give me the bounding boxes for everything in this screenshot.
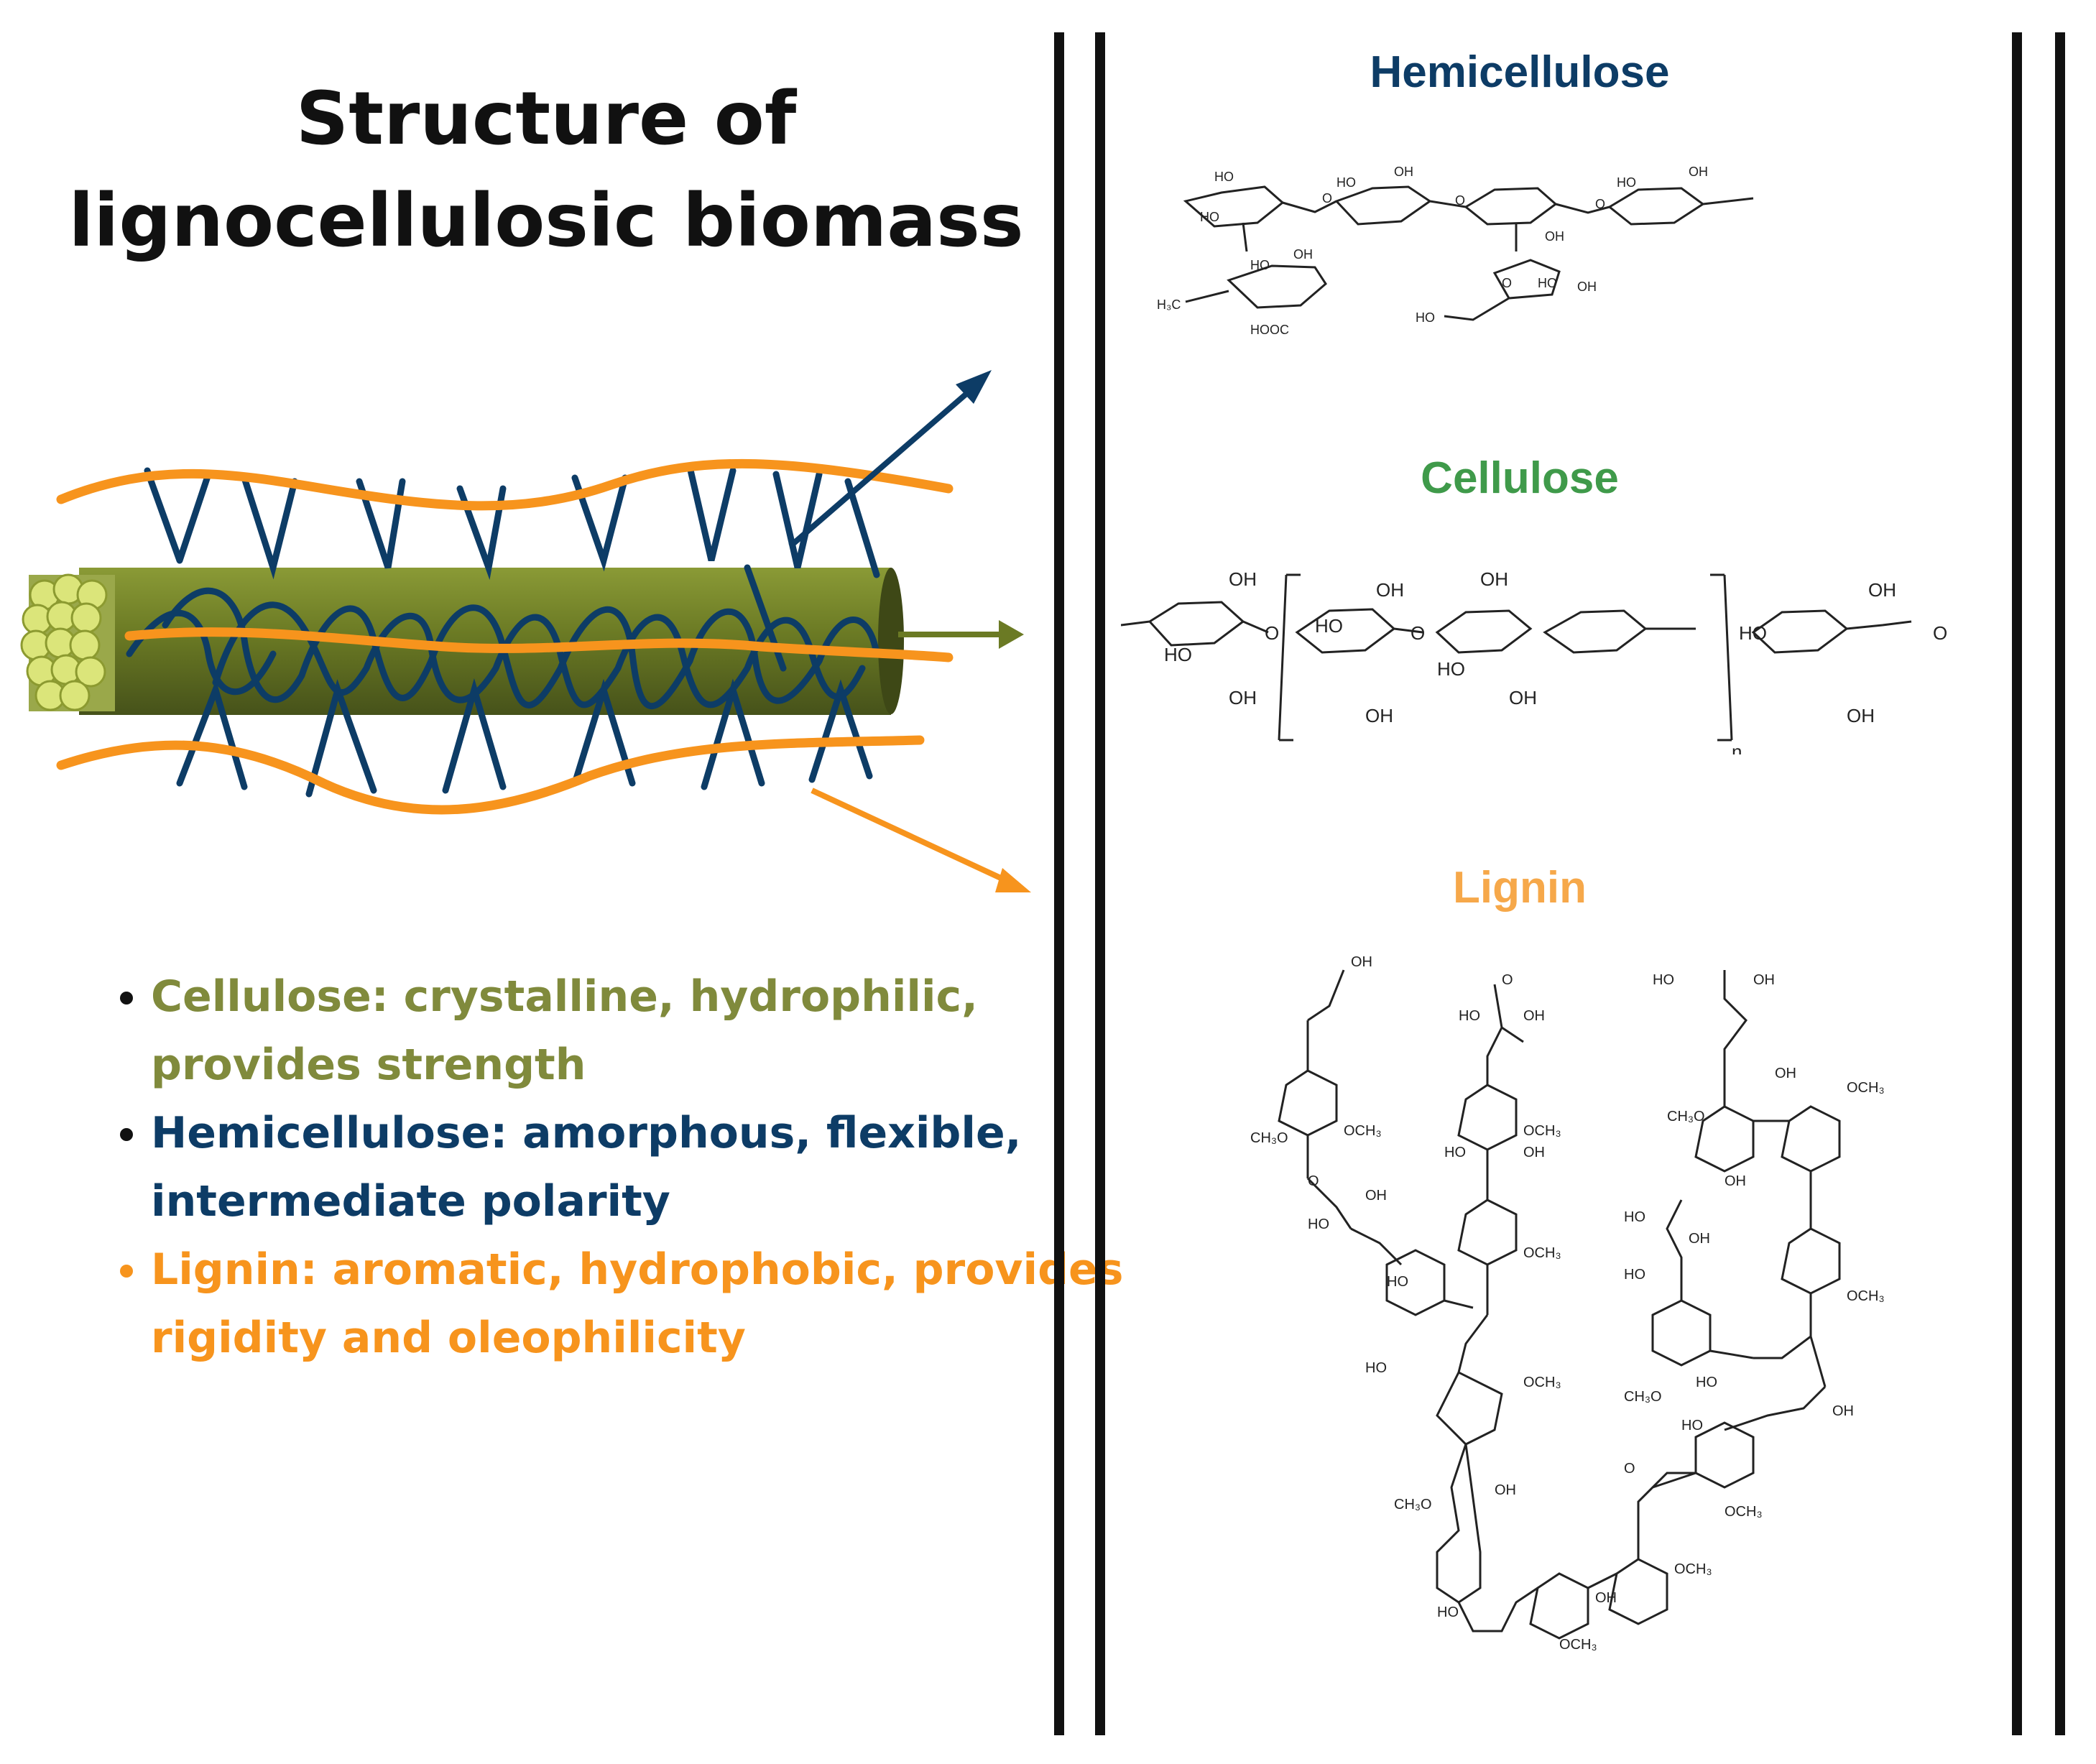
- cell-oh-7: OH: [1868, 579, 1896, 601]
- bullet-lignin-text: Lignin: aromatic, hydrophobic, provides …: [151, 1245, 1124, 1363]
- hemi-ho-6: HO: [1538, 276, 1557, 290]
- hemi-ho-3: HO: [1336, 175, 1356, 190]
- hemi-ho-1: HO: [1214, 170, 1234, 184]
- lignin-strands: [56, 458, 954, 815]
- lig-oh-10: OH: [1689, 1231, 1710, 1247]
- lig-oh-2: OH: [1365, 1188, 1387, 1204]
- cell-ho-3: HO: [1437, 658, 1465, 680]
- fiber-diagram: [20, 370, 1031, 892]
- bullet-hemicellulose-text: Hemicellulose: amorphous, flexible, inte…: [151, 1108, 1022, 1227]
- lig-ho-11: HO: [1681, 1418, 1703, 1433]
- cell-oh-8: OH: [1847, 705, 1875, 726]
- lig-och3-9: OCH₃: [1725, 1504, 1763, 1520]
- bullet-hemicellulose: Hemicellulose: amorphous, flexible, inte…: [151, 1099, 1157, 1236]
- hemi-o-4: O: [1502, 276, 1512, 290]
- hemi-ho-5: HO: [1250, 258, 1270, 272]
- bullet-lignin: Lignin: aromatic, hydrophobic, provides …: [151, 1236, 1157, 1372]
- lignin-title: Lignin: [1453, 863, 1587, 913]
- lig-ho-6: HO: [1437, 1604, 1459, 1620]
- lig-oh-6: OH: [1595, 1590, 1617, 1606]
- hemi-o-1: O: [1322, 191, 1332, 206]
- lig-och3-4: OCH₃: [1523, 1375, 1561, 1390]
- hemi-ho-7: HO: [1416, 310, 1435, 325]
- lig-oh-3: OH: [1523, 1008, 1545, 1024]
- lig-ho-3: HO: [1444, 1145, 1466, 1160]
- property-list: Cellulose: crystalline, hydrophilic, pro…: [101, 963, 1157, 1372]
- cell-n: n: [1732, 741, 1742, 754]
- cell-ho-4: HO: [1739, 622, 1767, 644]
- cell-oh-4: OH: [1365, 705, 1393, 726]
- lig-oh-8: OH: [1725, 1173, 1746, 1189]
- lig-ho-9: HO: [1624, 1267, 1645, 1283]
- lig-ch3o-1: CH₃O: [1250, 1130, 1288, 1146]
- hemi-hooc: HOOC: [1250, 323, 1289, 337]
- lig-ho-7: HO: [1653, 972, 1674, 988]
- cell-o-1: O: [1265, 622, 1279, 644]
- lig-och3-5: OCH₃: [1559, 1637, 1597, 1653]
- divider-right-1: [2012, 32, 2022, 1735]
- lig-oh-1: OH: [1351, 954, 1372, 970]
- cell-oh-2: OH: [1229, 687, 1257, 708]
- lig-och3-7: OCH₃: [1847, 1080, 1885, 1096]
- hemi-o-2: O: [1455, 193, 1465, 208]
- hemi-oh-4: OH: [1293, 247, 1313, 262]
- lig-ho-10: HO: [1696, 1375, 1717, 1390]
- hemi-oh-2: OH: [1545, 229, 1564, 244]
- hemi-oh-1: OH: [1394, 165, 1413, 179]
- hemi-h3c: H₃C: [1157, 297, 1181, 312]
- lig-oh-9: OH: [1775, 1066, 1796, 1081]
- bullet-cellulose-text: Cellulose: crystalline, hydrophilic, pro…: [151, 971, 978, 1090]
- hemi-ho-2: HO: [1200, 210, 1219, 224]
- cell-oh-3: OH: [1376, 579, 1404, 601]
- lig-oh-4: OH: [1523, 1145, 1545, 1160]
- cellulose-title: Cellulose: [1421, 453, 1619, 503]
- pointer-arrows: [788, 370, 1031, 892]
- lig-ch3o-4: CH₃O: [1624, 1389, 1662, 1405]
- divider-left-2: [1095, 32, 1105, 1735]
- cell-ho-2: HO: [1315, 615, 1343, 637]
- lig-o-3: O: [1624, 1461, 1635, 1477]
- cell-oh-1: OH: [1229, 568, 1257, 590]
- lig-ho-4: HO: [1387, 1274, 1408, 1290]
- lig-och3-3: OCH₃: [1523, 1245, 1561, 1261]
- lig-och3-8: OCH₃: [1847, 1288, 1885, 1304]
- lig-och3-1: OCH₃: [1344, 1123, 1382, 1139]
- cell-ho-1: HO: [1164, 644, 1192, 665]
- hemi-oh-5: OH: [1577, 280, 1597, 294]
- lig-och3-2: OCH₃: [1523, 1123, 1561, 1139]
- lig-ho-2: HO: [1459, 1008, 1480, 1024]
- lig-ho-1: HO: [1308, 1216, 1329, 1232]
- hemi-oh-3: OH: [1689, 165, 1708, 179]
- hemicellulose-structure: HO HO O HO OH O OH O HO OH HO OH H₃C HOO…: [1157, 165, 1754, 337]
- title-line-1: Structure of: [295, 76, 797, 162]
- hemi-ho-4: HO: [1617, 175, 1636, 190]
- cell-oh-6: OH: [1509, 687, 1537, 708]
- hemicellulose-title: Hemicellulose: [1370, 47, 1670, 97]
- lig-oh-11: OH: [1832, 1403, 1854, 1419]
- cellulose-structure: OH HO OH O HO OH OH O OH HO OH n HO OH O…: [1121, 568, 1947, 754]
- lig-o-2: O: [1502, 972, 1513, 988]
- divider-right-2: [2055, 32, 2065, 1735]
- lig-ch3o-3: CH₃O: [1667, 1109, 1705, 1125]
- lig-oh-5: OH: [1495, 1482, 1516, 1498]
- hemi-o-3: O: [1595, 197, 1605, 211]
- title-line-2: lignocellulosic biomass: [68, 178, 1024, 264]
- cell-o-3: O: [1933, 622, 1947, 644]
- lig-o-1: O: [1308, 1173, 1319, 1189]
- lig-och3-6: OCH₃: [1674, 1561, 1712, 1577]
- lig-ho-8: HO: [1624, 1209, 1645, 1225]
- lig-oh-7: OH: [1753, 972, 1775, 988]
- lignin-structure: OH CH₃O OCH₃ O OH HO HO OH O OCH₃ HO OH …: [1250, 954, 1885, 1653]
- divider-left-1: [1054, 32, 1064, 1735]
- lig-ch3o-2: CH₃O: [1394, 1497, 1432, 1513]
- cell-o-2: O: [1411, 622, 1425, 644]
- lig-ho-5: HO: [1365, 1360, 1387, 1376]
- figure-title: Structure of lignocellulosic biomass: [43, 68, 1049, 272]
- cell-oh-5: OH: [1480, 568, 1508, 590]
- bullet-cellulose: Cellulose: crystalline, hydrophilic, pro…: [151, 963, 1157, 1099]
